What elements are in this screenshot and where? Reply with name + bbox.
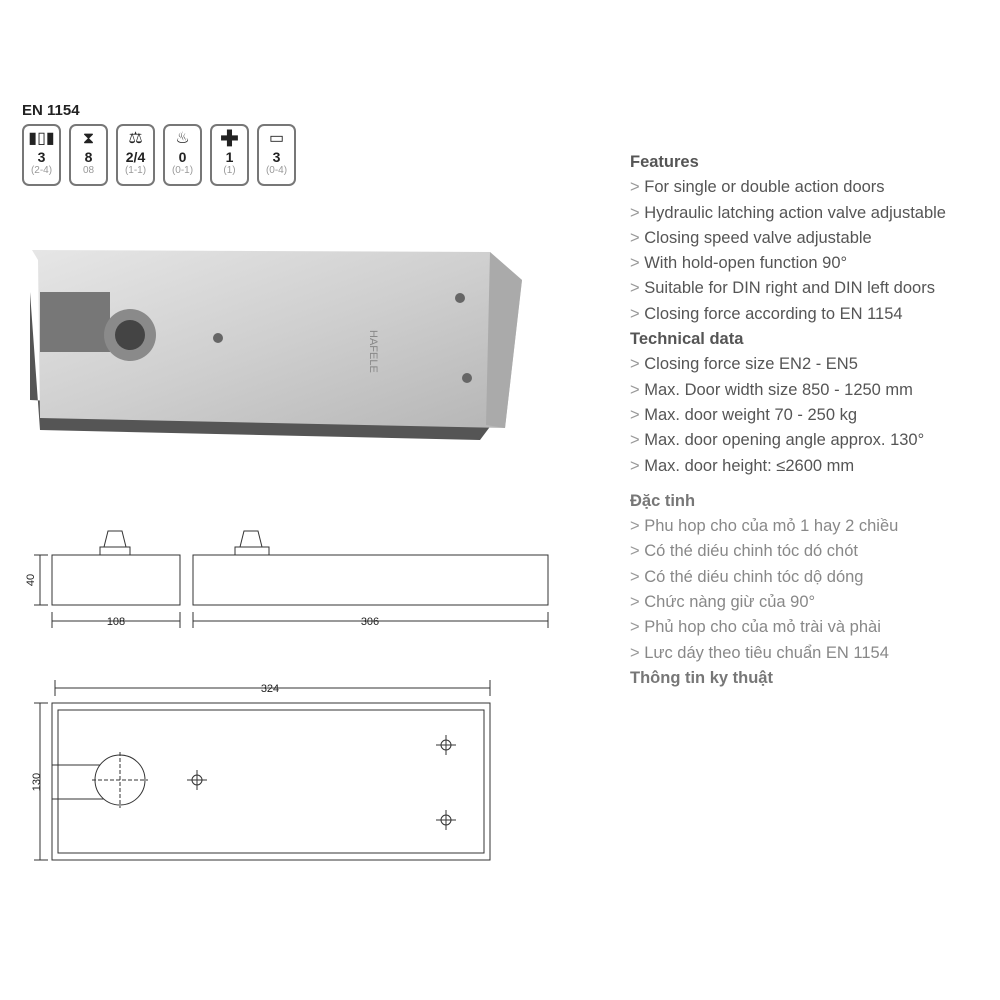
- building-icon: ▮▯▮: [28, 130, 55, 147]
- badge-value: 8: [84, 149, 93, 165]
- technical-item: Max. door weight 70 - 250 kg: [630, 403, 946, 428]
- dim-plan-length: 324: [261, 683, 279, 695]
- features-title: Features: [630, 153, 699, 171]
- feature-item: Hydraulic latching action valve adjustab…: [630, 201, 946, 226]
- feature-item: Closing speed valve adjustable: [630, 226, 946, 251]
- vn-feature-item: Có thé diéu chinh tóc dó chót: [630, 539, 946, 564]
- standard-label: EN 1154: [22, 102, 80, 119]
- technical-item: Max. door opening angle approx. 130°: [630, 428, 946, 453]
- vn-feature-item: Phu hop cho của mỏ 1 hay 2 chiều: [630, 514, 946, 539]
- feature-item: Closing force according to EN 1154: [630, 302, 946, 327]
- product-photo: HAFELE: [30, 250, 522, 440]
- side-view-drawings: [34, 530, 549, 628]
- badge-value: 3: [37, 149, 46, 165]
- dim-side-width: 108: [107, 616, 125, 628]
- badge-weight: ⚖ 2/4(1-1): [116, 124, 155, 186]
- hourglass-icon: ⧗: [82, 130, 95, 147]
- badge-sub: (0-4): [265, 165, 288, 176]
- badge-sub: (1-1): [124, 165, 147, 176]
- weight-icon: ⚖: [128, 130, 143, 147]
- technical-title: Technical data: [630, 330, 744, 349]
- badge-building: ▮▯▮ 3(2-4): [22, 124, 61, 186]
- technical-item: Max. Door width size 850 - 1250 mm: [630, 378, 946, 403]
- spec-text: Features For single or double action doo…: [630, 150, 946, 691]
- badge-sub: 08: [82, 165, 95, 176]
- badge-fire: ♨ 0(0-1): [163, 124, 202, 186]
- feature-item: For single or double action doors: [630, 175, 946, 200]
- technical-item: Closing force size EN2 - EN5: [630, 352, 946, 377]
- technical-item: Max. door height: ≤2600 mm: [630, 454, 946, 479]
- vn-features-title: Đặc tinh: [630, 491, 696, 510]
- badge-value: 2/4: [125, 149, 146, 165]
- badge-sub: (1): [223, 165, 236, 176]
- dim-height: 40: [25, 574, 37, 586]
- badge-safety: ✚1(1): [210, 124, 249, 186]
- vn-feature-item: Chức nàng giừ của 90°: [630, 590, 946, 615]
- plan-view-drawing: [34, 680, 491, 861]
- vn-technical-title: Thông tin ky thuật: [630, 668, 773, 687]
- dim-plan-width: 130: [31, 773, 43, 791]
- door-closer-icon: ▭: [268, 130, 285, 147]
- vn-feature-item: Lưc dáy theo tiêu chuẩn EN 1154: [630, 641, 946, 666]
- brand-logo: HAFELE: [367, 330, 379, 373]
- badge-value: 3: [272, 149, 281, 165]
- badge-value: 0: [178, 149, 187, 165]
- badge-sub: (0-1): [171, 165, 194, 176]
- badge-value: 1: [225, 149, 234, 165]
- vietnamese-section: Đặc tinh Phu hop cho của mỏ 1 hay 2 chiề…: [630, 489, 946, 691]
- vn-feature-item: Có thé diéu chinh tóc dộ dóng: [630, 565, 946, 590]
- dim-length: 306: [361, 616, 379, 628]
- feature-item: With hold-open function 90°: [630, 251, 946, 276]
- badge-sub: (2-4): [30, 165, 53, 176]
- fire-icon: ♨: [175, 130, 190, 147]
- vn-feature-item: Phủ hop cho của mỏ trài và phài: [630, 615, 946, 640]
- feature-item: Suitable for DIN right and DIN left door…: [630, 276, 946, 301]
- cross-icon: ✚: [220, 126, 239, 151]
- badge-corrosion: ▭ 3(0-4): [257, 124, 296, 186]
